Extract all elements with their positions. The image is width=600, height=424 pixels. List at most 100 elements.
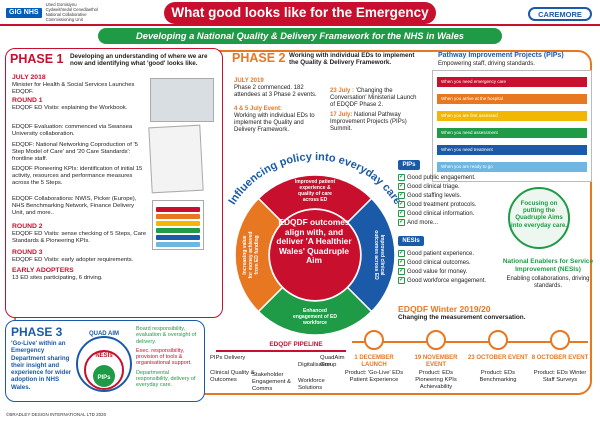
quadruple-aim-wheel: Influencing policy into everyday care Im… (226, 151, 404, 336)
pipeline-label: PIPs Delivery (210, 355, 246, 361)
pipeline-title: EDQDF PIPELINE (269, 341, 323, 348)
responsibility-list: Board responsibility, evaluation & overs… (136, 326, 202, 389)
timeline-description: Product: EDs Winter Staff Surveys (533, 370, 587, 383)
timeline-node (364, 330, 384, 350)
timeline-title: 8 OCTOBER EVENT (531, 355, 589, 361)
workbook-image (148, 124, 204, 194)
phase1-item: EDQDF Evaluation: commenced via Swansea … (12, 124, 133, 137)
timeline-title: 23 OCTOBER EVENT (468, 355, 528, 361)
pyramid-diagram: QUAD AIM NESIs PIPs (76, 331, 132, 392)
phase3-description: 'Go-Live' within an Emergency Department… (11, 340, 72, 391)
copyright: ©BRADLEY DESIGN INTERNATIONAL LTD 2020 (6, 412, 107, 417)
pipeline-label: Workforce Solutions (298, 378, 325, 391)
responsibility-item: Departmental responsibility, delivery of… (136, 369, 196, 389)
timeline-node (550, 330, 570, 350)
nesis-tag: NESIs (398, 236, 424, 246)
pipeline-line (216, 350, 346, 352)
phase2-item: 23 July : 'Changing the Conversation' Mi… (330, 88, 417, 108)
pip-row: When you need emergency care (437, 77, 587, 87)
timeline-line (352, 341, 588, 343)
timeline-title: 1 DECEMBER LAUNCH (354, 355, 394, 368)
phase1-item: ROUND 3 EDQDF ED Visits: early adopter r… (12, 249, 134, 263)
phase2-item: 4 & 5 July Event: Working with individua… (234, 106, 315, 133)
list-item: ✓Good workforce engagement. (398, 277, 487, 284)
nhs-logo-block: GIG NHS Uned Gomisiynu Cydweithredol Cen… (6, 3, 166, 23)
focus-circle: Focusing on putting the Quadruple Aims i… (508, 187, 570, 249)
responsibility-item: Exec. responsibility, provision of tools… (136, 347, 192, 367)
pip-row: When you need treatment (437, 145, 587, 155)
phase1-item: EDQDF: National Networking Coproduction … (12, 142, 138, 162)
pips-title: Pathway Improvement Projects (PIPs) (438, 52, 564, 59)
wheel-center-text: EDQDF outcomes align with, and deliver '… (276, 217, 352, 266)
nesi-title: National Enablers for Service Improvemen… (502, 258, 594, 273)
list-item: ✓Good clinical outcomes. (398, 259, 471, 266)
nhs-org-name: Uned Gomisiynu Cydweithredol Cenedlaetho… (45, 2, 98, 22)
list-item: ✓Good treatment protocols. (398, 201, 477, 208)
check-icon: ✓ (398, 259, 405, 266)
pipeline-label: Stakeholder Engagement & Comms (252, 372, 291, 392)
pips-list: ✓Good public engagement. ✓Good clinical … (398, 173, 508, 227)
phase2-item: 17 July: National Pathway Improvement Pr… (330, 112, 407, 132)
phase2-description: Working with individual EDs to implement… (289, 52, 415, 67)
check-icon: ✓ (398, 277, 405, 284)
check-icon: ✓ (398, 268, 405, 275)
timeline-title: 19 NOVEMBER EVENT (414, 355, 458, 368)
event-photo (150, 78, 214, 122)
phase1-item: JULY 2018 Minister for Health & Social S… (12, 74, 135, 95)
pips-label: PIPs (97, 375, 111, 381)
kpi-document-image (152, 200, 204, 250)
responsibility-item: Board responsibility, evaluation & overs… (136, 326, 197, 345)
check-icon: ✓ (398, 183, 405, 190)
winter-description: Changing the measurement conversation. (398, 314, 526, 321)
phase1-title: PHASE 1 (10, 52, 64, 66)
check-icon: ✓ (398, 201, 405, 208)
list-item: ✓Good clinical triage. (398, 183, 460, 190)
phase1-item: ROUND 2 EDQDF ED Visits: sense checking … (12, 223, 147, 244)
pip-row: When you arrive at the hospital (437, 94, 587, 104)
nhs-logo: GIG NHS (6, 8, 42, 18)
timeline-node (488, 330, 508, 350)
pips-tag: PIPs (398, 160, 420, 170)
pip-row: When you are ready to go (437, 162, 587, 172)
timeline-node (426, 330, 446, 350)
nesis-list: ✓Good patient experience. ✓Good clinical… (398, 249, 508, 285)
pipeline-label: Clinical Quality & Outcomes (210, 370, 255, 383)
list-item: ✓Good staffing levels. (398, 192, 462, 199)
pip-row: When you need assessment (437, 128, 587, 138)
phase1-item: EDQDF Pioneering KPIs: identification of… (12, 166, 143, 186)
wheel-segment (234, 197, 284, 313)
quad-aim-label: QUAD AIM (89, 331, 119, 337)
check-icon: ✓ (398, 219, 405, 226)
timeline-description: Product: 'Go-Live' EDs Patient Experienc… (344, 370, 404, 383)
phase3-title: PHASE 3 (11, 325, 63, 339)
check-icon: ✓ (398, 174, 405, 181)
pip-row: When you are first assessed (437, 111, 587, 121)
pips-document: When you need emergency care When you ar… (432, 70, 592, 182)
wheel-segment-label: Improved clinicaloutcomes across ED (373, 230, 385, 280)
nesi-description: Enabling collaborations, driving standar… (506, 276, 590, 289)
list-item: ✓Good patient experience. (398, 250, 475, 257)
pipeline-label: QuadAim Group (320, 355, 345, 368)
nesis-label: NESIs (95, 353, 113, 359)
wheel-center (270, 210, 360, 300)
list-item: ✓Good clinical information. (398, 210, 475, 217)
check-icon: ✓ (398, 210, 405, 217)
caremore-logo: CAREMORE (528, 7, 592, 21)
phase1-item: EARLY ADOPTERS 13 ED sites participating… (12, 267, 103, 281)
phase2-title: PHASE 2 (232, 51, 286, 65)
page-subtitle: Developing a National Quality & Delivery… (98, 28, 502, 44)
list-item: ✓Good public engagement. (398, 174, 476, 181)
phase2-item: JULY 2019 Phase 2 commenced. 182 attende… (234, 78, 317, 98)
wheel-segment-label: Increasing valuefor money achievedfrom E… (242, 232, 260, 279)
check-icon: ✓ (398, 250, 405, 257)
phase1-item: EDQDF Collaborations: NWIS, Picker (Euro… (12, 196, 137, 216)
winter-title: EDQDF Winter 2019/20 (398, 304, 491, 314)
phase1-description: Developing an understanding of where we … (70, 53, 208, 68)
phase1-item: ROUND 1 EDQDF ED Visits: explaining the … (12, 97, 128, 111)
check-icon: ✓ (398, 192, 405, 199)
timeline-description: Product: EDs Benchmarking (479, 370, 517, 383)
timeline-description: Product: EDs Pioneering KPIs Achievabili… (415, 370, 457, 390)
pipeline-label: Digitalisation (298, 362, 332, 368)
